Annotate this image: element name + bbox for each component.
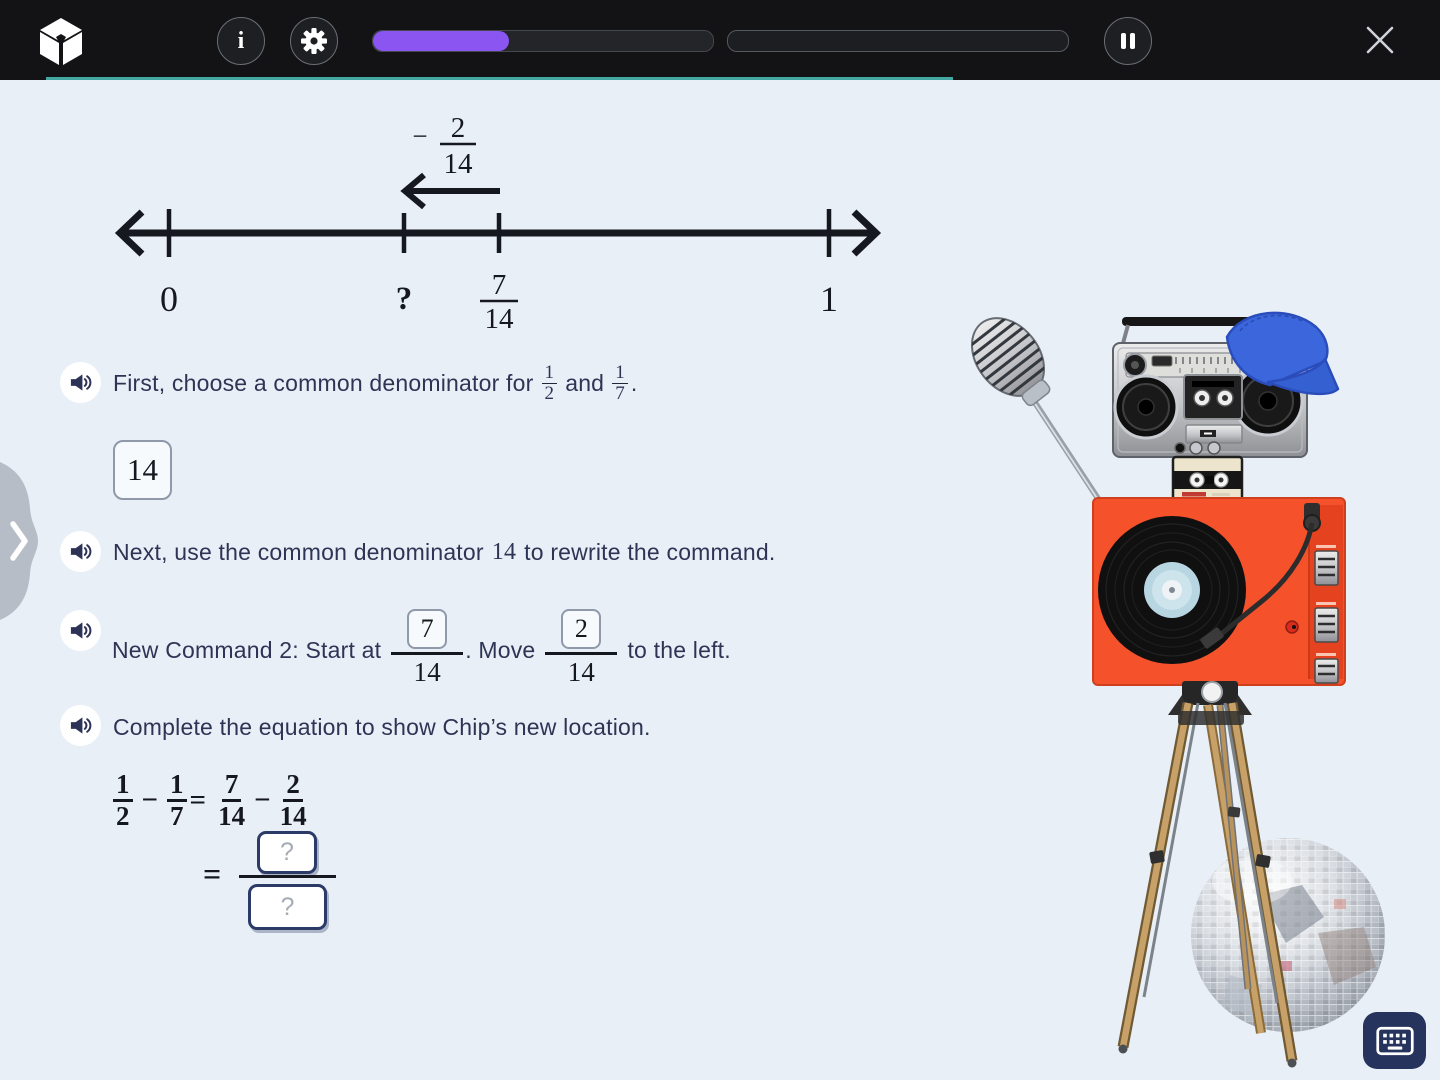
tick-label-one: 1: [820, 279, 838, 319]
pause-button[interactable]: [1104, 17, 1152, 65]
result-numerator-input[interactable]: ?: [257, 831, 317, 874]
step3-text-post: to the left.: [627, 636, 731, 663]
svg-text:2: 2: [451, 112, 466, 144]
move-numerator-box: 2: [561, 608, 602, 649]
step1-period: .: [630, 369, 638, 396]
settings-button[interactable]: [290, 17, 338, 65]
minus-sign-2: −: [254, 783, 271, 816]
top-toolbar: i: [0, 0, 1440, 80]
equals-sign: =: [189, 783, 207, 816]
cube-logo: [40, 18, 82, 65]
close-button[interactable]: [1364, 24, 1396, 56]
audio-button-step4[interactable]: [60, 705, 101, 746]
eq-fraction-7-14: 7 14: [218, 769, 246, 831]
equation-block: 1 2 − 1 7 = 7 14 − 2 14 = ? ?: [113, 770, 533, 940]
instruction-step4: Complete the equation to show Chip’s new…: [113, 703, 651, 751]
card-top-accent: [46, 77, 953, 80]
progress-bar-current: [372, 30, 714, 52]
speaker-icon: [70, 622, 92, 639]
svg-text:14: 14: [444, 148, 474, 180]
number-line: − 2 14 0 ? 7 14 1: [114, 112, 882, 335]
robot-turntable-body: [1092, 497, 1346, 686]
instruction-step1: First, choose a common denominator for 1…: [113, 358, 645, 408]
instruction-step2: Next, use the common denominator 14 to r…: [113, 528, 783, 576]
tick-label-zero: 0: [160, 279, 178, 319]
speaker-icon: [70, 717, 92, 734]
result-denominator-input[interactable]: ?: [248, 884, 327, 930]
svg-text:14: 14: [485, 303, 515, 335]
svg-text:−: −: [412, 121, 427, 151]
step2-denominator-value: 14: [491, 538, 517, 565]
step4-text: Complete the equation to show Chip’s new…: [113, 713, 651, 740]
chip-robot-character: [960, 309, 1385, 1068]
step2-text-pre: Next, use the common denominator: [113, 538, 484, 565]
common-denominator-answer-box: 14: [113, 440, 172, 500]
gear-icon: [301, 28, 327, 54]
step3-text-mid: . Move: [465, 636, 536, 663]
robot-cap: [1225, 311, 1340, 396]
audio-button-step1[interactable]: [60, 362, 101, 403]
step1-and: and: [565, 369, 605, 396]
step3-text-pre: New Command 2: Start at: [112, 636, 382, 663]
audio-button-step3[interactable]: [60, 610, 101, 651]
equals-sign-row2: =: [203, 856, 222, 892]
move-fraction: 2 14: [545, 608, 618, 688]
info-button[interactable]: i: [217, 17, 265, 65]
keyboard-icon: [1375, 1026, 1414, 1055]
audio-button-step2[interactable]: [60, 531, 101, 572]
eq-fraction-2-14: 2 14: [279, 769, 307, 831]
start-numerator-box: 7: [407, 608, 448, 649]
speaker-icon: [70, 374, 92, 391]
robot-disco-ball: [1191, 838, 1385, 1032]
info-icon: i: [237, 27, 245, 54]
close-icon: [1366, 26, 1394, 54]
speaker-icon: [70, 543, 92, 560]
robot-tripod: [1117, 681, 1298, 1068]
start-fraction: 7 14: [391, 608, 464, 688]
minus-sign: −: [141, 783, 159, 816]
step1-text: First, choose a common denominator for: [113, 369, 534, 396]
side-panel-tab[interactable]: [0, 462, 40, 620]
tick-label-seven-fourteenths: 7 14: [480, 269, 518, 335]
result-fraction-bar: [239, 875, 336, 878]
progress-bar-next: [727, 30, 1069, 52]
progress-bar-fill: [373, 31, 509, 51]
move-command-arrow: − 2 14: [400, 112, 500, 210]
tick-label-unknown: ?: [396, 281, 413, 317]
instruction-step3: New Command 2: Start at 7 14 . Move 2 14…: [112, 602, 731, 698]
pause-icon: [1121, 33, 1135, 49]
equation-row-1: 1 2 − 1 7 = 7 14 − 2 14: [113, 770, 533, 830]
chevron-right-icon: [10, 521, 28, 561]
robot-cassette-neck: [1171, 455, 1244, 502]
eq-fraction-1-2: 1 2: [113, 770, 133, 830]
fraction-one-half: 1 2: [541, 362, 558, 404]
keyboard-toggle-button[interactable]: [1363, 1012, 1426, 1069]
number-line-axis: [114, 209, 882, 257]
eq-fraction-1-7: 1 7: [167, 770, 187, 830]
svg-text:7: 7: [492, 269, 507, 301]
fraction-one-seventh: 1 7: [612, 362, 628, 404]
step2-text-post: to rewrite the command.: [524, 538, 776, 565]
